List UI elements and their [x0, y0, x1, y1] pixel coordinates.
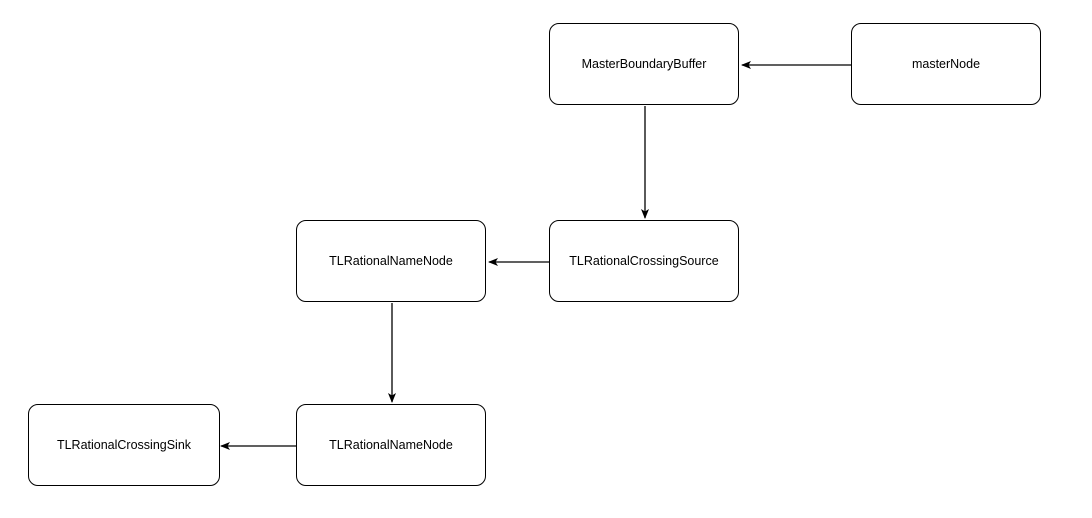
node-master-boundary-buffer[interactable]: MasterBoundaryBuffer — [549, 23, 739, 105]
node-label: masterNode — [911, 57, 981, 71]
node-master-node[interactable]: masterNode — [851, 23, 1041, 105]
node-label: TLRationalNameNode — [329, 254, 453, 268]
node-label: TLRationalCrossingSink — [56, 438, 192, 452]
node-tl-rational-name-node-lower[interactable]: TLRationalNameNode — [296, 404, 486, 486]
node-label: TLRationalCrossingSource — [569, 254, 719, 268]
node-tl-rational-crossing-source[interactable]: TLRationalCrossingSource — [549, 220, 739, 302]
node-label: MasterBoundaryBuffer — [581, 57, 707, 71]
node-label: TLRationalNameNode — [329, 438, 453, 452]
node-tl-rational-crossing-sink[interactable]: TLRationalCrossingSink — [28, 404, 220, 486]
node-tl-rational-name-node-upper[interactable]: TLRationalNameNode — [296, 220, 486, 302]
